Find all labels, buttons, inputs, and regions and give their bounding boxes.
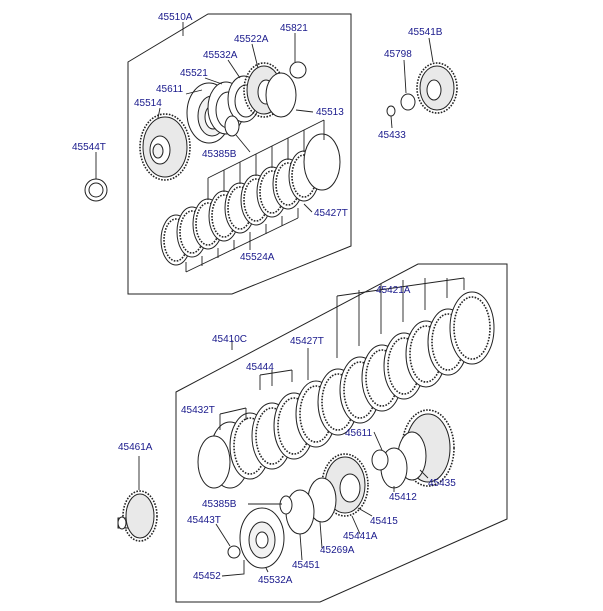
label-45532A-bottom: 45532A (258, 575, 293, 586)
part-45461A-gearshaft (117, 490, 158, 542)
label-45524A: 45524A (240, 252, 275, 263)
label-45510A: 45510A (158, 12, 193, 23)
label-45427T-bottom: 45427T (290, 336, 324, 347)
part-45611-bottom (371, 449, 389, 471)
label-45432T: 45432T (181, 405, 215, 416)
label-45522A-top: 45522A (234, 34, 269, 45)
label-45798: 45798 (384, 49, 412, 60)
bottom-assembly-frame (175, 263, 508, 603)
part-45798-washer (400, 93, 416, 111)
label-45532A-top: 45532A (203, 50, 238, 61)
label-45514: 45514 (134, 98, 162, 109)
top-assembly-frame (127, 13, 352, 295)
label-45611-top: 45611 (156, 84, 184, 95)
part-45541B-gear (416, 62, 458, 114)
part-45544T-ring-inner (88, 182, 104, 198)
label-45421A: 45421A (376, 285, 411, 296)
label-45452: 45452 (193, 571, 221, 582)
label-45443T: 45443T (187, 515, 221, 526)
bottom-clutch-pack (209, 291, 495, 489)
label-45821: 45821 (280, 23, 308, 34)
label-45521: 45521 (180, 68, 208, 79)
part-45443T-ring (227, 545, 241, 559)
label-45410C: 45410C (212, 334, 247, 345)
label-45427T-top: 45427T (314, 208, 348, 219)
label-45451: 45451 (292, 560, 320, 571)
part-45433-ring (386, 105, 396, 117)
label-45461A: 45461A (118, 442, 153, 453)
part-labels: 45510A 45821 45522A 45532A 45521 45611 4… (72, 12, 456, 586)
label-45435: 45435 (428, 478, 456, 489)
label-45433: 45433 (378, 130, 406, 141)
label-45444: 45444 (246, 362, 274, 373)
label-45513: 45513 (316, 107, 344, 118)
part-45532A-bottom (239, 507, 285, 569)
part-45385B-bottom (279, 495, 293, 515)
part-45385B-top (224, 115, 240, 137)
label-45385B-bottom: 45385B (202, 499, 237, 510)
label-45385B-top: 45385B (202, 149, 237, 160)
label-45269A: 45269A (320, 545, 355, 556)
label-45544T: 45544T (72, 142, 106, 153)
part-45513-snapring (265, 72, 297, 118)
label-45441A: 45441A (343, 531, 378, 542)
leader-lines (95, 22, 465, 577)
top-clutch-pack (160, 133, 341, 266)
part-45514-gear (139, 113, 191, 181)
label-45611-bottom: 45611 (345, 428, 373, 439)
label-45415: 45415 (370, 516, 398, 527)
part-45821-ring (289, 61, 307, 79)
label-45541B: 45541B (408, 27, 443, 38)
part-45432T-snapring (197, 435, 231, 489)
label-45412: 45412 (389, 492, 417, 503)
